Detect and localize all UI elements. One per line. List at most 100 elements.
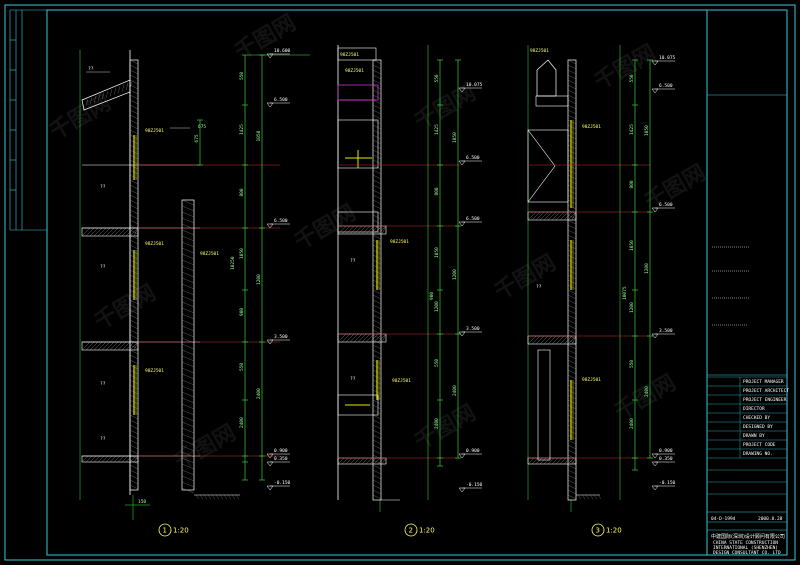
wall-hatch: [567, 139, 577, 145]
detail-label-2: 2 1:20: [404, 523, 435, 537]
room-mark: ??: [536, 284, 542, 290]
slab-hatch: [109, 455, 117, 463]
wall-hatch: [567, 199, 577, 205]
wall-hatch: [372, 484, 382, 490]
ref-tag: 98ZJ501: [582, 377, 601, 383]
wall-hatch: [372, 334, 382, 340]
dimension-label: 800: [434, 187, 440, 195]
wall-hatch: [567, 354, 577, 360]
slab-hatch: [365, 457, 373, 465]
dimension-label: 550: [629, 360, 635, 368]
wall-hatch: [129, 104, 139, 110]
slab-hatch: [93, 227, 103, 237]
wall-hatch: [129, 324, 139, 330]
wall-hatch: [372, 74, 382, 80]
room-mark: ??: [350, 258, 356, 264]
wall-hatch: [567, 314, 577, 320]
elevation-marker: [458, 160, 466, 166]
watermark-text: 千图网: [231, 11, 301, 66]
wall-hatch: [567, 164, 577, 170]
slab-hatch: [113, 455, 121, 463]
tb-company-en-1: CHINA STATE CONSTRUCTION: [713, 540, 778, 546]
tb-company-en-2: INTERNATIONAL (SHENZHEN): [713, 545, 778, 551]
roof-hatch: [117, 86, 121, 94]
wall-hatch: [567, 134, 577, 140]
tb-note-lines: [712, 246, 750, 326]
wall-hatch: [567, 329, 577, 335]
wall-hatch: [567, 414, 577, 420]
top-cap: [337, 47, 377, 61]
slab-hatch: [129, 341, 139, 351]
column-hatch: [181, 415, 195, 422]
wall-hatch: [567, 369, 577, 375]
slab-hatch: [341, 457, 349, 465]
dimension-label: 1425: [239, 124, 245, 135]
slab-hatch: [133, 341, 139, 351]
slab-hatch: [563, 211, 573, 221]
slab-hatch: [121, 341, 131, 351]
wall-hatch: [567, 99, 577, 105]
slab-hatch: [345, 457, 353, 465]
section-detail-3: ??98ZJ50198ZJ50198ZJ50155014258001050120…: [527, 45, 676, 512]
wall-hatch: [129, 204, 139, 210]
wall-hatch: [372, 429, 382, 435]
window-frame: [527, 129, 569, 203]
watermark-text: 千图网: [641, 161, 711, 216]
slab-hatch: [373, 457, 381, 465]
slab-hatch: [373, 333, 383, 343]
elevation-label: 10.075: [659, 55, 676, 61]
wall-hatch: [372, 494, 382, 500]
wall-hatch: [567, 434, 577, 440]
elevation-marker: [266, 102, 274, 108]
ground-hatch: [589, 494, 594, 500]
slab-hatch: [531, 211, 541, 221]
wall-hatch: [567, 274, 577, 280]
slab-hatch: [125, 227, 135, 237]
wall-hatch: [129, 299, 139, 305]
slab-hatch: [567, 211, 577, 221]
wall-hatch: [567, 489, 577, 495]
slab-hatch: [551, 457, 559, 465]
slab-hatch: [555, 335, 565, 345]
slab-hatch: [93, 455, 101, 463]
roof-slope: [81, 79, 131, 111]
column: [181, 199, 195, 491]
column-hatch: [181, 439, 195, 446]
wall-hatch: [129, 434, 139, 440]
elevation-label: 6.500: [659, 83, 673, 89]
wall-hatch: [129, 239, 139, 245]
roof-hatch: [101, 92, 105, 100]
wall-hatch: [129, 429, 139, 435]
elevation-label: -0.150: [466, 482, 483, 488]
column-hatch: [181, 295, 195, 302]
wall-hatch: [567, 419, 577, 425]
wall-hatch: [567, 394, 577, 400]
column-hatch: [181, 457, 195, 464]
dimension-label: 2400: [256, 388, 262, 399]
wall-hatch: [372, 349, 382, 355]
ground-hatch: [215, 494, 220, 500]
column-hatch: [181, 265, 195, 272]
wall-hatch: [567, 194, 577, 200]
column-hatch: [181, 361, 195, 368]
dimension-label: 1200: [629, 302, 635, 313]
detail-number-2: 2: [409, 527, 413, 535]
wall-hatch: [129, 314, 139, 320]
slab-hatch: [527, 211, 537, 221]
roof-hatch: [121, 84, 125, 92]
dimension-label: 2400: [434, 418, 440, 429]
slab-hatch: [341, 333, 351, 343]
slab-hatch: [543, 335, 553, 345]
wall-hatch: [129, 449, 139, 455]
slab-hatch: [381, 225, 387, 235]
slab-hatch: [531, 335, 541, 345]
wall-hatch: [567, 444, 577, 450]
slab-hatch: [555, 211, 565, 221]
slab-hatch: [365, 333, 375, 343]
roof-hatch: [89, 97, 93, 105]
column-hatch: [181, 469, 195, 476]
wall-hatch: [129, 119, 139, 125]
wall-hatch: [129, 69, 139, 75]
column-hatch: [181, 445, 195, 452]
slab-hatch: [97, 341, 107, 351]
